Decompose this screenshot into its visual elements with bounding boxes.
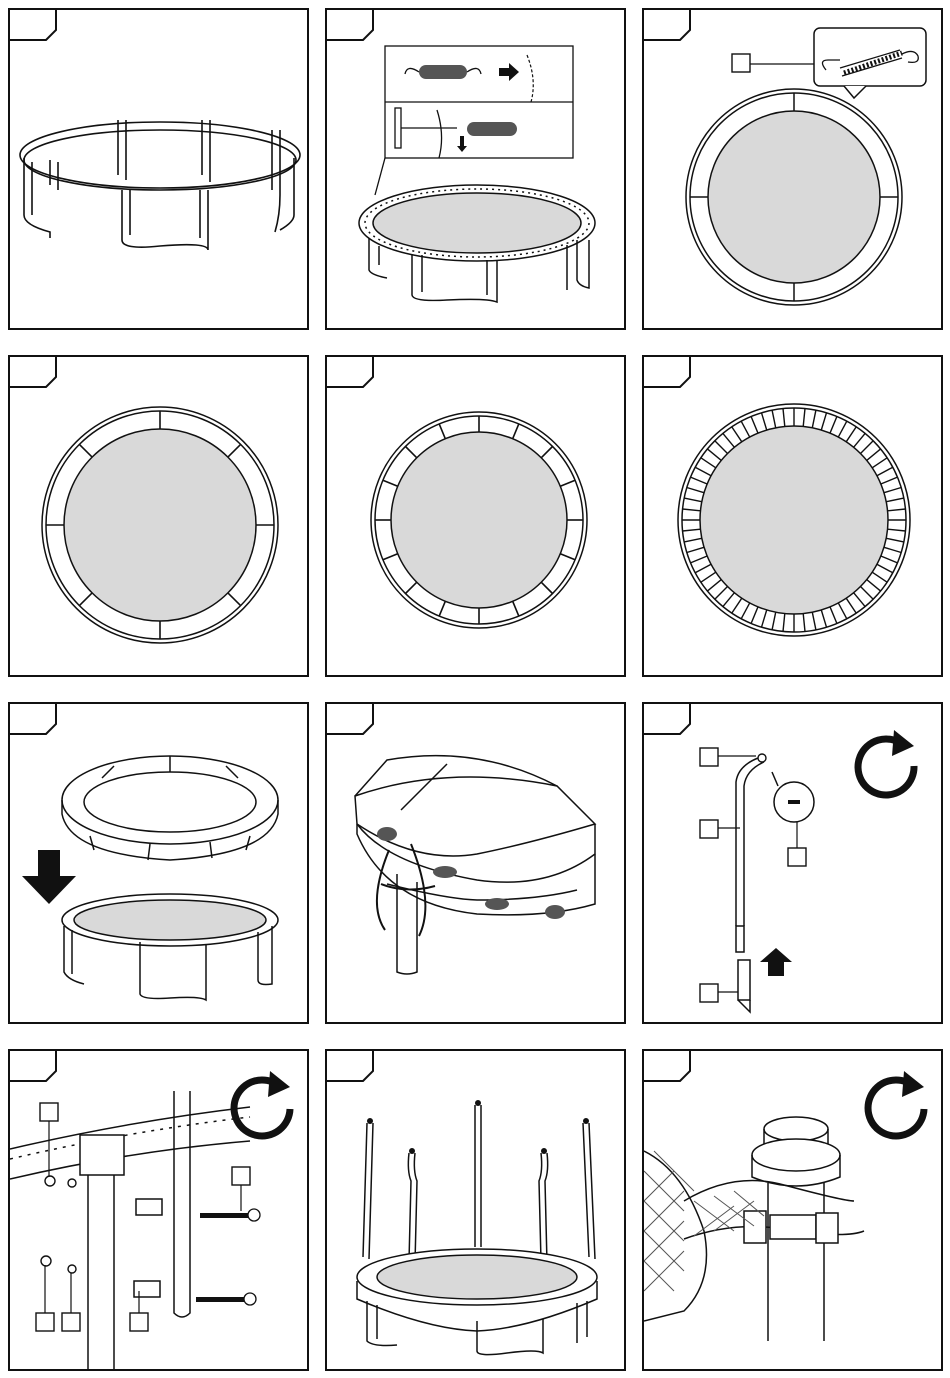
step-panel-6 xyxy=(642,355,943,677)
springs-eighth-top-view xyxy=(327,357,626,677)
step-panel-1 xyxy=(8,8,309,330)
clockwise-rotate-icon xyxy=(858,730,914,795)
poles-upright-illustration xyxy=(327,1051,626,1371)
step-panel-3 xyxy=(642,8,943,330)
right-arrow-icon xyxy=(499,63,519,81)
step-panel-5 xyxy=(325,355,626,677)
pole-assembly-illustration xyxy=(644,704,943,1024)
down-arrow-icon xyxy=(457,136,467,152)
step-panel-9 xyxy=(642,702,943,1024)
springs-all-top-view xyxy=(644,357,943,677)
spring-icon-bottom xyxy=(467,122,517,136)
clockwise-rotate-icon xyxy=(868,1071,924,1136)
label-box xyxy=(732,54,750,72)
step-panel-4 xyxy=(8,355,309,677)
step-panel-11 xyxy=(325,1049,626,1371)
step-panel-8 xyxy=(325,702,626,1024)
spring-detail-top-view xyxy=(644,10,943,330)
springs-quarter-top-view xyxy=(10,357,309,677)
pad-placement-illustration xyxy=(10,704,309,1024)
frame-assembly-illustration xyxy=(10,10,309,330)
safety-pad xyxy=(62,756,278,860)
step-panel-10 xyxy=(8,1049,309,1371)
pole-bolting-illustration xyxy=(10,1051,309,1371)
net-buckle-illustration xyxy=(644,1051,943,1371)
down-arrow-icon xyxy=(22,850,76,904)
spring-attach-illustration xyxy=(327,10,626,330)
up-arrow-icon xyxy=(760,948,792,976)
bungee-tie xyxy=(377,844,435,936)
step-panel-7 xyxy=(8,702,309,1024)
clockwise-rotate-icon xyxy=(234,1071,290,1136)
step-panel-2 xyxy=(325,8,626,330)
pad-ties-illustration xyxy=(327,704,626,1024)
step-panel-12 xyxy=(642,1049,943,1371)
spring-icon-top xyxy=(405,65,481,79)
